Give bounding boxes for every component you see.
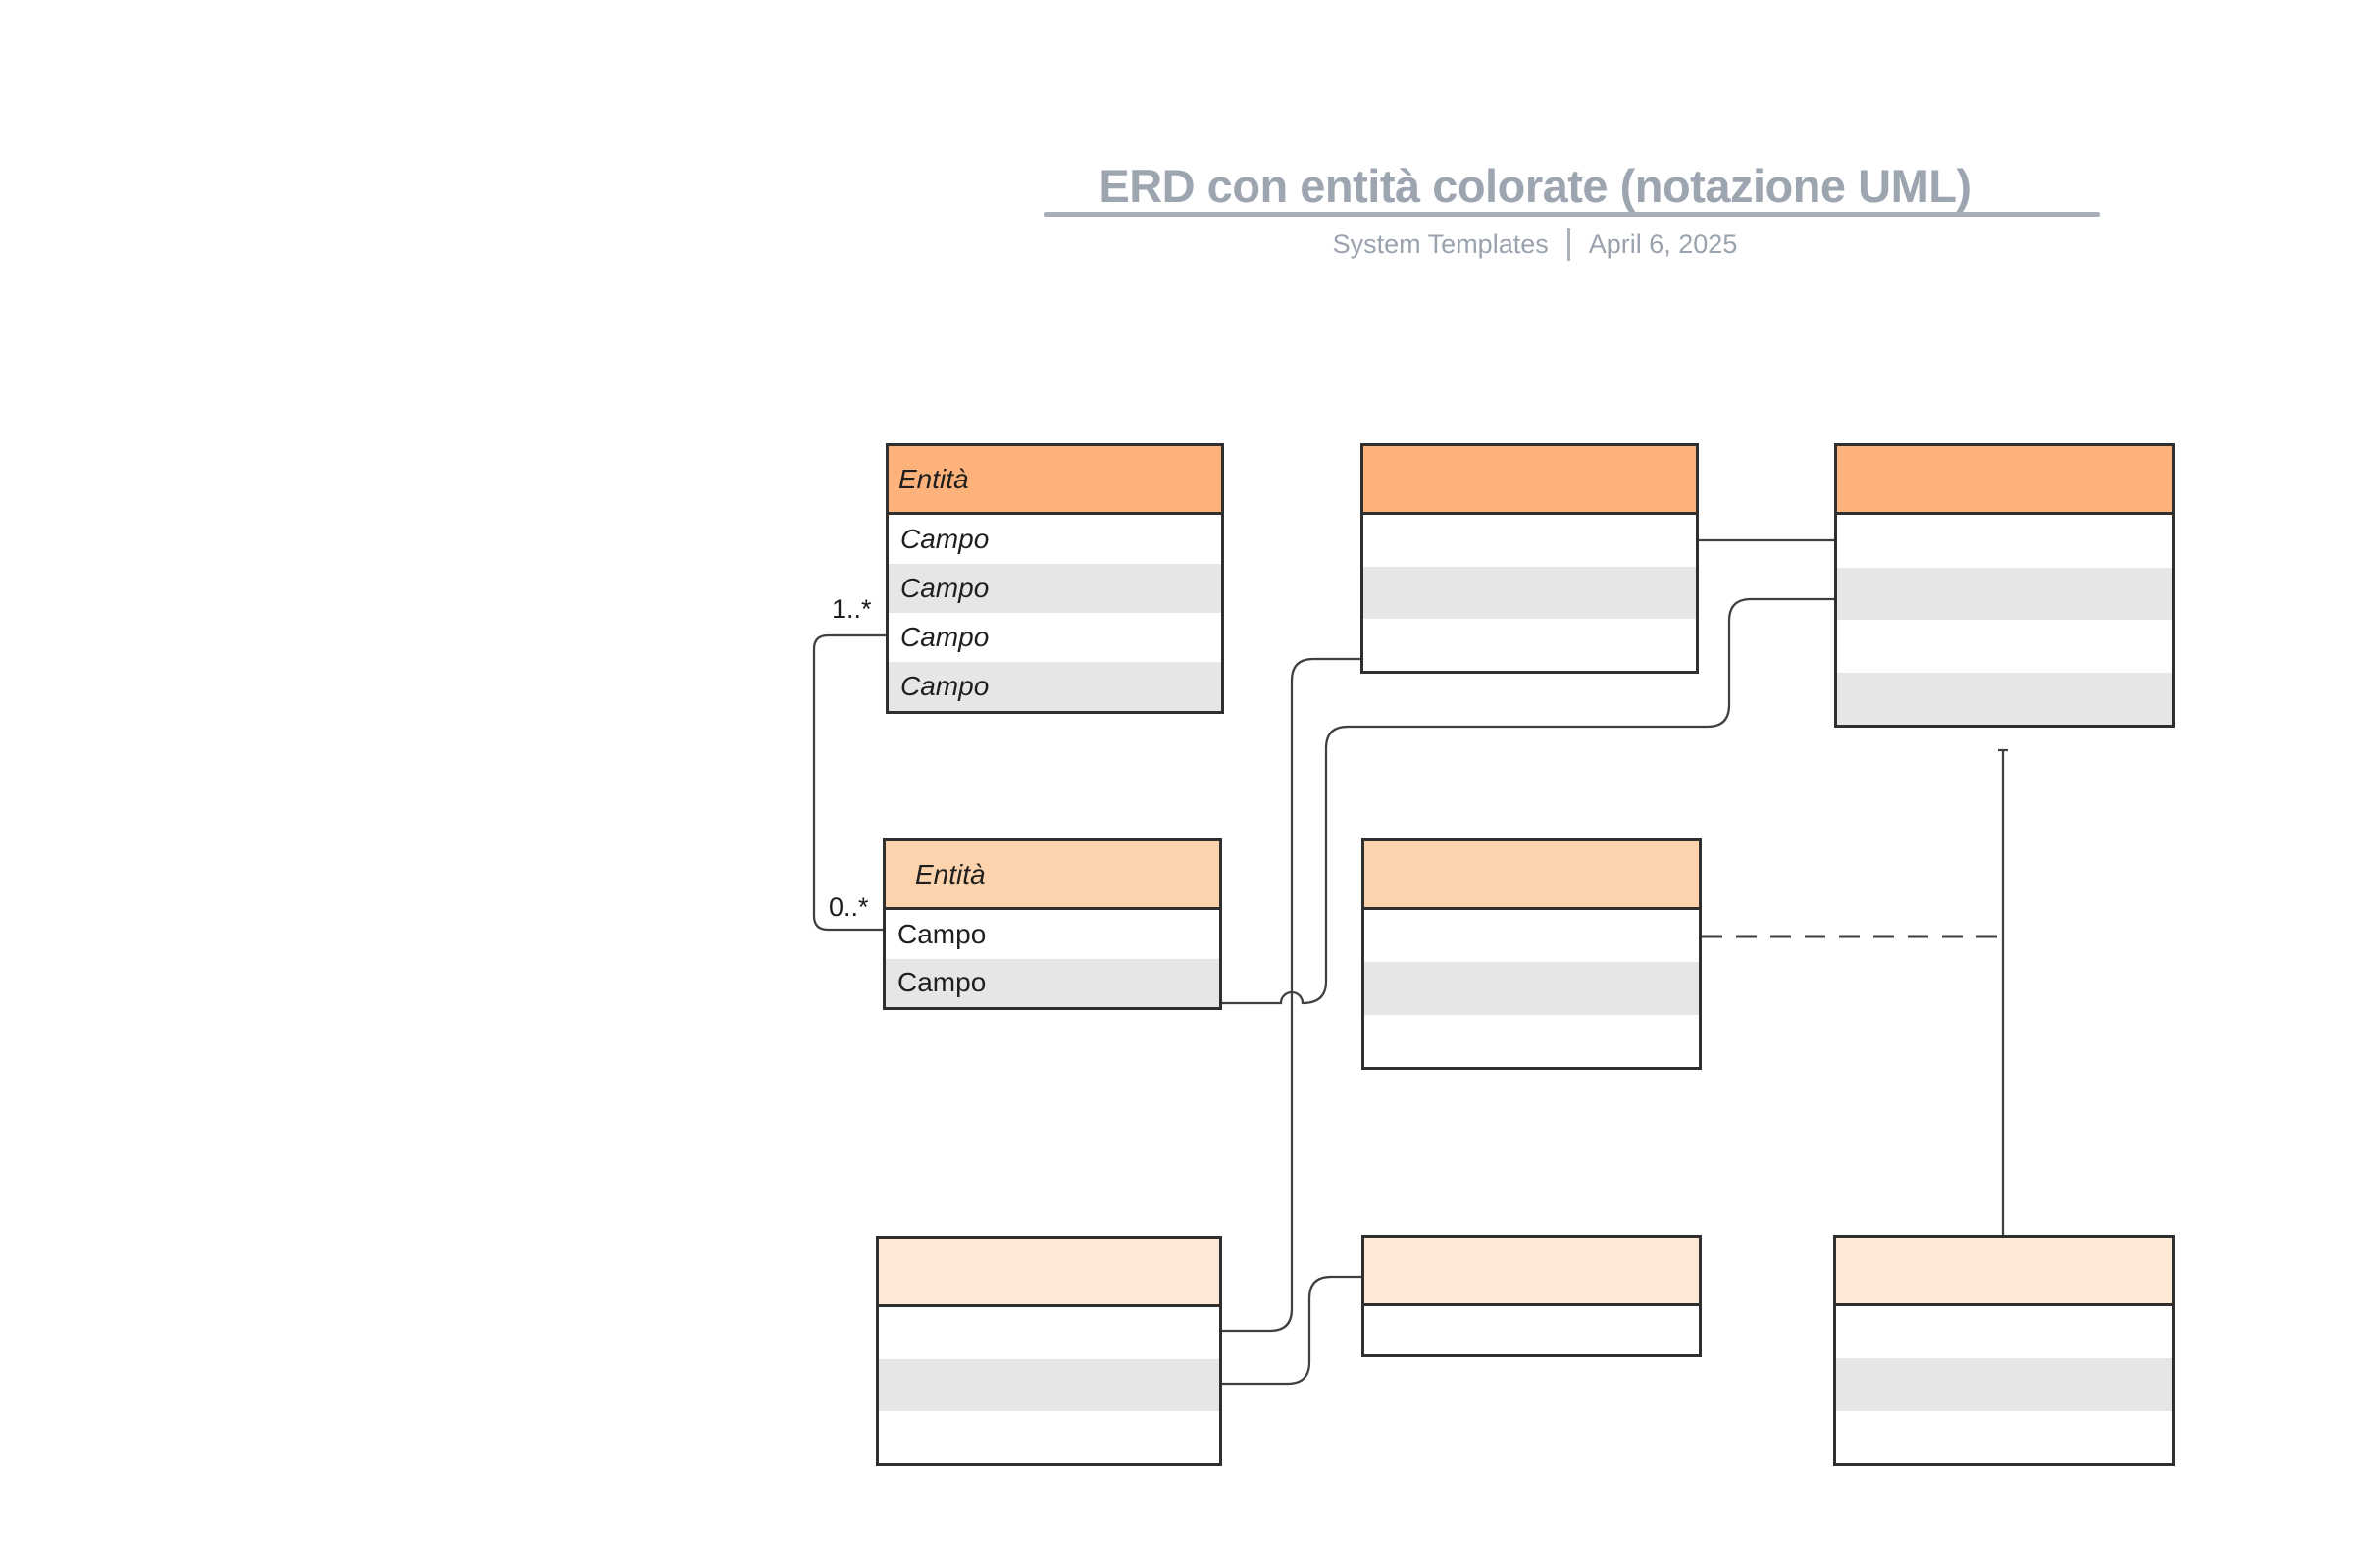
entity-header <box>1363 446 1696 515</box>
entity-header <box>1364 841 1699 910</box>
entity-top-right <box>1834 443 2175 728</box>
field-row <box>1364 1014 1699 1067</box>
page-title: ERD con entità colorate (notazione UML) <box>1099 160 1971 212</box>
entity-header <box>1836 1238 2172 1306</box>
entity-header: Entità <box>889 446 1221 515</box>
field-row <box>879 1359 1219 1411</box>
subtitle-source: System Templates <box>1332 228 1549 259</box>
field-row: Campo <box>886 910 1219 959</box>
field-row <box>1364 962 1699 1015</box>
field-label: Campo <box>897 967 987 998</box>
connector-bottomleft-bottomcenter <box>1222 1275 1361 1386</box>
entity-top-left: Entità Campo Campo Campo Campo <box>886 443 1224 714</box>
title-underline <box>1044 212 2100 217</box>
field-row: Campo <box>889 564 1221 613</box>
entity-mid-center <box>1361 838 1702 1070</box>
subtitle: System Templates April 6, 2025 <box>1045 228 2025 261</box>
field-row <box>1363 619 1696 671</box>
field-row: Campo <box>886 958 1219 1007</box>
field-label: Campo <box>897 918 987 949</box>
field-row <box>879 1307 1219 1359</box>
cardinality-label-zero-many: 0..* <box>829 892 869 922</box>
field-row <box>1363 567 1696 619</box>
field-row <box>1364 910 1699 963</box>
entity-title: Entità <box>915 858 986 889</box>
entity-title: Entità <box>898 463 969 494</box>
entity-bottom-center <box>1361 1235 1702 1357</box>
entity-header: Entità <box>886 841 1219 910</box>
field-row <box>1364 1306 1699 1354</box>
subtitle-date: April 6, 2025 <box>1588 228 1738 259</box>
field-label: Campo <box>900 524 990 554</box>
field-label: Campo <box>900 671 990 701</box>
field-row <box>1837 620 2172 673</box>
entity-bottom-left <box>876 1236 1222 1466</box>
cardinality-label-one-many: 1..* <box>832 594 872 624</box>
field-row <box>1836 1306 2172 1359</box>
field-row <box>879 1411 1219 1463</box>
field-row <box>1837 567 2172 620</box>
field-row: Campo <box>889 515 1221 564</box>
field-label: Campo <box>900 622 990 652</box>
field-row <box>1836 1358 2172 1411</box>
entity-top-middle <box>1360 443 1699 674</box>
entity-header <box>1837 446 2172 515</box>
field-row <box>1837 515 2172 568</box>
field-row: Campo <box>889 613 1221 662</box>
connector-topleft-midleft <box>812 633 886 932</box>
subtitle-divider <box>1566 228 1570 261</box>
connector-topmiddle-bottomleft <box>1222 657 1360 1333</box>
field-row <box>1836 1410 2172 1463</box>
connector-topright-bottomright <box>1998 748 2008 1235</box>
entity-mid-left: Entità Campo Campo <box>883 838 1222 1010</box>
entity-header <box>879 1239 1219 1307</box>
field-row <box>1837 672 2172 725</box>
field-row <box>1363 515 1696 567</box>
field-row: Campo <box>889 662 1221 711</box>
field-label: Campo <box>900 573 990 603</box>
entity-header <box>1364 1238 1699 1306</box>
entity-bottom-right <box>1833 1235 2175 1466</box>
